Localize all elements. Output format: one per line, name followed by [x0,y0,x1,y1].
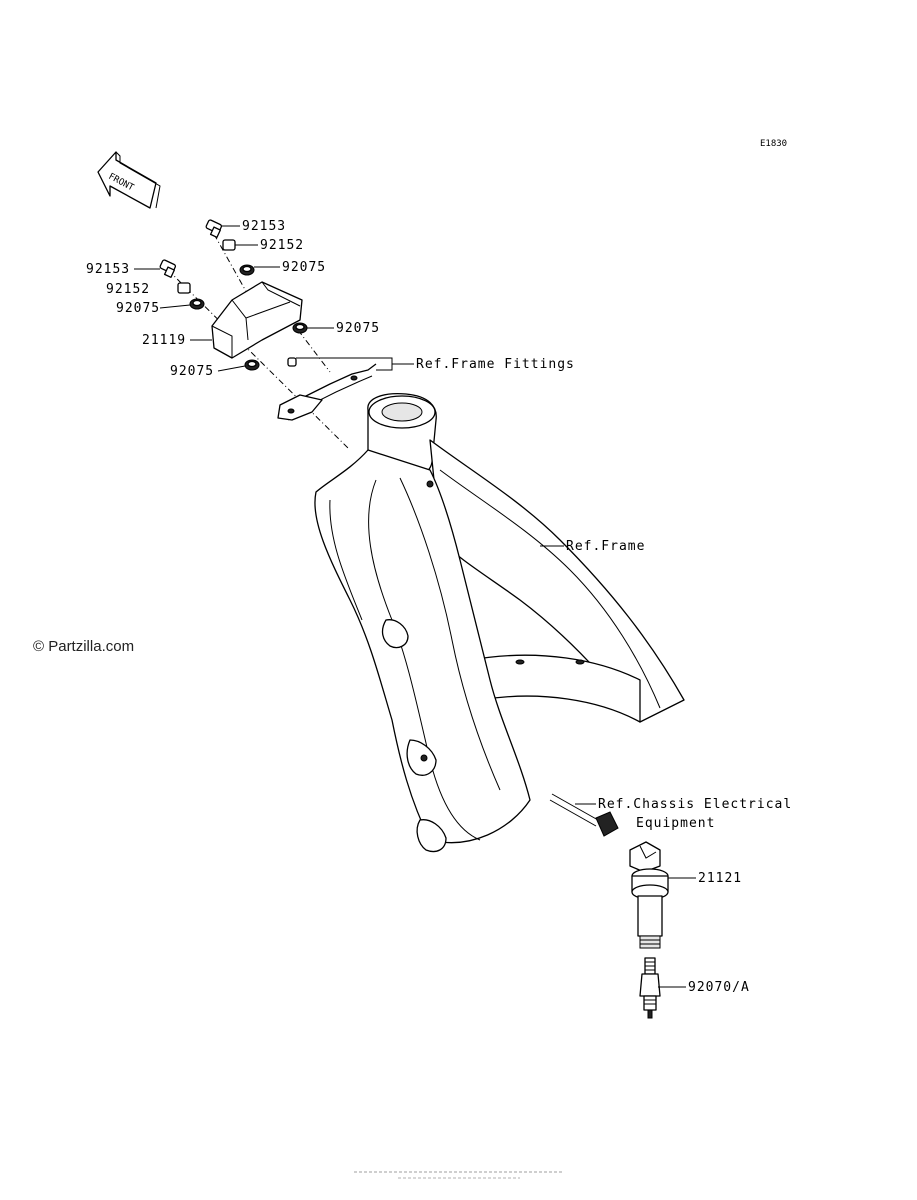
grommet-92075-left [189,298,205,310]
frame-bracket [277,357,377,421]
callout-92070a: 92070/A [688,980,750,995]
callout-ref-chassis-line2: Equipment [636,816,715,831]
callout-92153-upper: 92153 [242,219,286,234]
bolt-92153-left [159,259,177,278]
callout-92075-upper: 92075 [282,260,326,275]
callout-21121: 21121 [698,871,742,886]
callout-92152-left: 92152 [106,282,150,297]
front-arrow-icon: FRONT [97,151,161,209]
callout-92075-lower: 92075 [170,364,214,379]
grommet-92075-right [292,322,308,334]
callout-92075-right: 92075 [336,321,380,336]
callout-21119: 21119 [142,333,186,348]
callout-92152-upper: 92152 [260,238,304,253]
grommet-92075-upper [239,264,255,276]
motorcycle-frame [314,392,685,853]
callout-ref-chassis-line1: Ref.Chassis Electrical [598,797,792,812]
watermark: © Partzilla.com [33,638,134,655]
plug-lead [549,793,619,837]
ignition-coil-21121 [629,841,669,949]
diagram-code: E1830 [760,139,787,149]
bolt-92153-upper [205,219,223,238]
collar-92152-left [177,282,191,294]
leader-lines [134,225,696,988]
ignition-coil-cover-21119 [211,281,303,359]
callout-ref-frame: Ref.Frame [566,539,645,554]
footer-fine-print [354,1171,564,1179]
callout-ref-frame-fittings: Ref.Frame Fittings [416,357,575,372]
callout-92075-left: 92075 [116,301,160,316]
callout-92153-left: 92153 [86,262,130,277]
spark-plug-92070a [639,957,661,1019]
grommet-92075-lower [244,359,260,371]
collar-92152-upper [222,239,236,251]
